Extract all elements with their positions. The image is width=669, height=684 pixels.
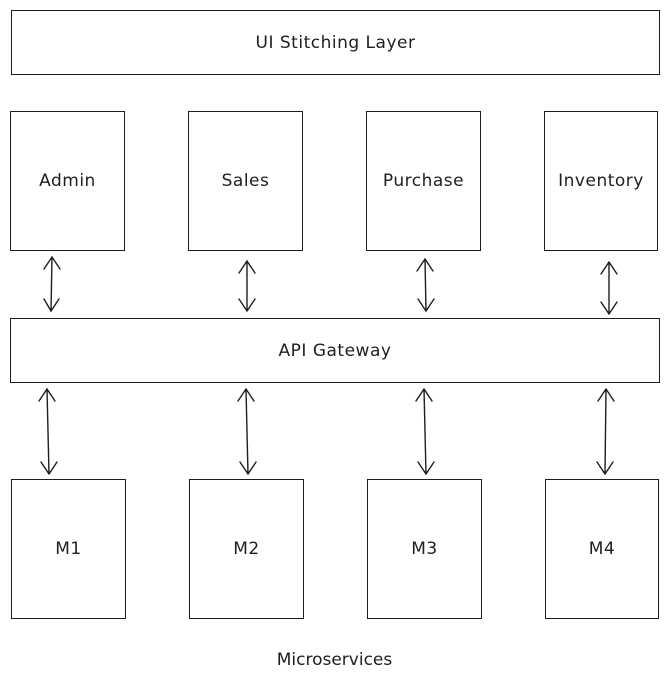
bidirectional-arrow bbox=[596, 387, 615, 476]
microservice-box-m2: M2 bbox=[189, 479, 304, 619]
microservice-label: M1 bbox=[55, 539, 82, 559]
frontend-box-admin: Admin bbox=[10, 111, 125, 251]
bidirectional-arrow bbox=[38, 387, 58, 475]
bidirectional-arrow bbox=[237, 387, 257, 476]
frontend-box-purchase: Purchase bbox=[366, 111, 481, 251]
microservice-label: M2 bbox=[233, 539, 260, 559]
bidirectional-arrow bbox=[600, 260, 618, 316]
frontend-label: Sales bbox=[221, 171, 270, 191]
ui-stitching-layer-box: UI Stitching Layer bbox=[11, 10, 660, 75]
microservices-caption: Microservices bbox=[276, 650, 393, 670]
microservice-box-m1: M1 bbox=[11, 479, 126, 619]
ui-stitching-layer-label: UI Stitching Layer bbox=[255, 32, 416, 53]
bidirectional-arrow bbox=[238, 259, 256, 313]
frontend-label: Inventory bbox=[558, 171, 644, 191]
api-gateway-label: API Gateway bbox=[278, 340, 392, 361]
microservice-label: M3 bbox=[411, 539, 438, 559]
frontend-label: Purchase bbox=[382, 171, 465, 191]
microservice-label: M4 bbox=[588, 539, 616, 559]
api-gateway-box: API Gateway bbox=[10, 318, 660, 383]
frontend-box-sales: Sales bbox=[188, 111, 303, 251]
microservice-box-m4: M4 bbox=[545, 479, 659, 619]
frontend-label: Admin bbox=[39, 171, 96, 191]
bidirectional-arrow bbox=[416, 257, 435, 313]
bidirectional-arrow bbox=[415, 387, 435, 476]
frontend-box-inventory: Inventory bbox=[544, 111, 658, 251]
microservice-box-m3: M3 bbox=[367, 479, 482, 619]
bidirectional-arrow bbox=[43, 255, 61, 313]
